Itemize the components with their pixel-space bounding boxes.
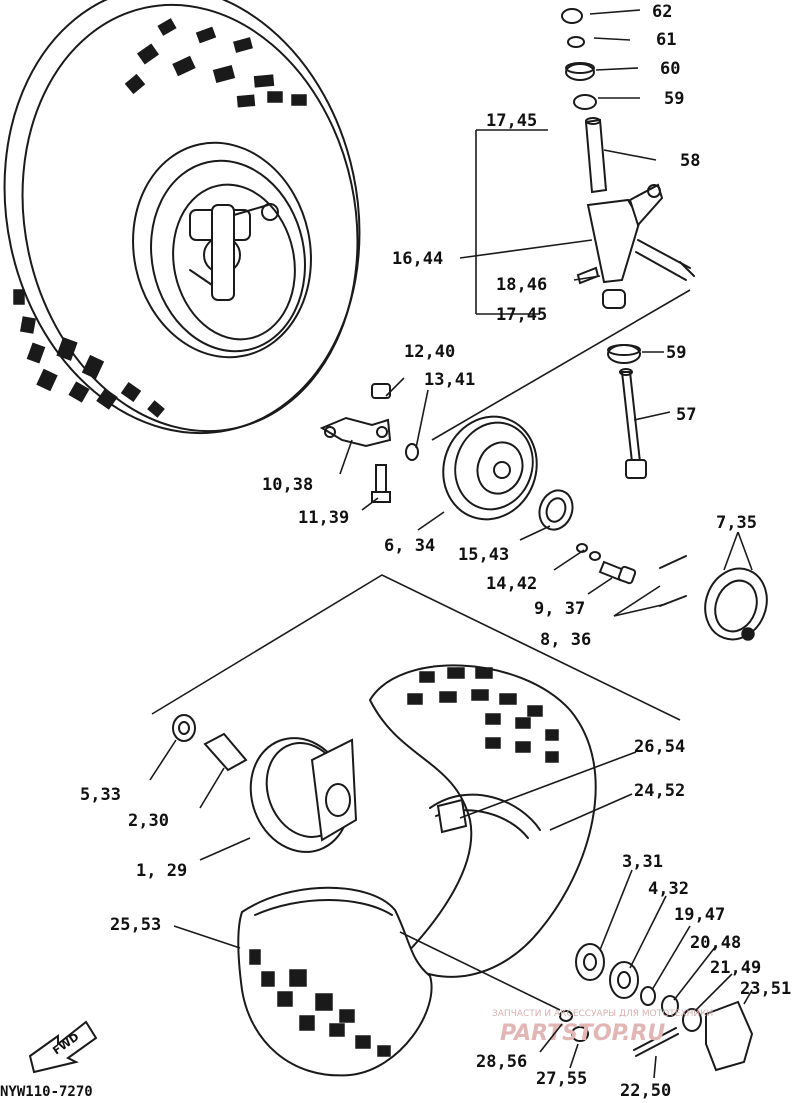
callout-22-50: 22,50 — [620, 1081, 671, 1101]
callout-14-42: 14,42 — [486, 574, 537, 594]
callout-60: 60 — [660, 59, 680, 79]
callout-61: 61 — [656, 30, 676, 50]
exploded-wheel — [172, 664, 754, 1077]
callout-59-top: 59 — [664, 89, 684, 109]
callout-16-44: 16,44 — [392, 249, 443, 269]
seal-and-bolt — [607, 344, 647, 479]
callout-20-48: 20,48 — [690, 933, 741, 953]
callout-12-40: 12,40 — [404, 342, 455, 362]
tire-tread-bottom — [13, 289, 165, 418]
fwd-arrow: FWD — [28, 1020, 98, 1074]
callout-11-39: 11,39 — [298, 508, 349, 528]
callout-26-54: 26,54 — [634, 737, 685, 757]
tire-tread-top — [124, 18, 307, 108]
callout-24-52: 24,52 — [634, 781, 685, 801]
diagram-code: NYW110-7270 — [0, 1084, 93, 1100]
leader-lines — [149, 37, 753, 1079]
callout-5-33: 5,33 — [80, 785, 121, 805]
callout-7-35: 7,35 — [716, 513, 757, 533]
lower-rim-tread — [249, 949, 391, 1057]
callout-62: 62 — [652, 2, 672, 22]
callout-1-29: 1, 29 — [136, 861, 187, 881]
callout-21-49: 21,49 — [710, 958, 761, 978]
callout-58: 58 — [680, 151, 700, 171]
knuckle-stack — [475, 8, 695, 315]
callout-9-37: 9, 37 — [534, 599, 585, 619]
watermark: ЗАПЧАСТИ И АКСЕССУАРЫ ДЛЯ МОТОТЕХНИКИ PA… — [492, 1009, 713, 1046]
callout-8-36: 8, 36 — [540, 630, 591, 650]
callout-18-46: 18,46 — [496, 275, 547, 295]
explode-plane — [151, 574, 681, 721]
upper-rim-tread — [407, 667, 559, 763]
callout-57: 57 — [676, 405, 696, 425]
watermark-tagline: ЗАПЧАСТИ И АКСЕССУАРЫ ДЛЯ МОТОТЕХНИКИ — [492, 1009, 713, 1019]
callout-3-31: 3,31 — [622, 852, 663, 872]
callout-23-51: 23,51 — [740, 979, 791, 999]
callout-28-56: 28,56 — [476, 1052, 527, 1072]
callout-17-45-lower: 17,45 — [496, 305, 547, 325]
brake-drum-group — [319, 289, 768, 641]
callout-4-32: 4,32 — [648, 879, 689, 899]
callout-27-55: 27,55 — [536, 1069, 587, 1089]
callout-6-34: 6, 34 — [384, 536, 435, 556]
callout-59-mid: 59 — [666, 343, 686, 363]
callout-17-45-upper: 17,45 — [486, 111, 537, 131]
assembled-wheel — [3, 0, 361, 435]
callout-19-47: 19,47 — [674, 905, 725, 925]
callout-13-41: 13,41 — [424, 370, 475, 390]
watermark-brand: PARTSTOP.RU — [500, 1021, 665, 1046]
callout-2-30: 2,30 — [128, 811, 169, 831]
callout-15-43: 15,43 — [458, 545, 509, 565]
callout-10-38: 10,38 — [262, 475, 313, 495]
callout-25-53: 25,53 — [110, 915, 161, 935]
